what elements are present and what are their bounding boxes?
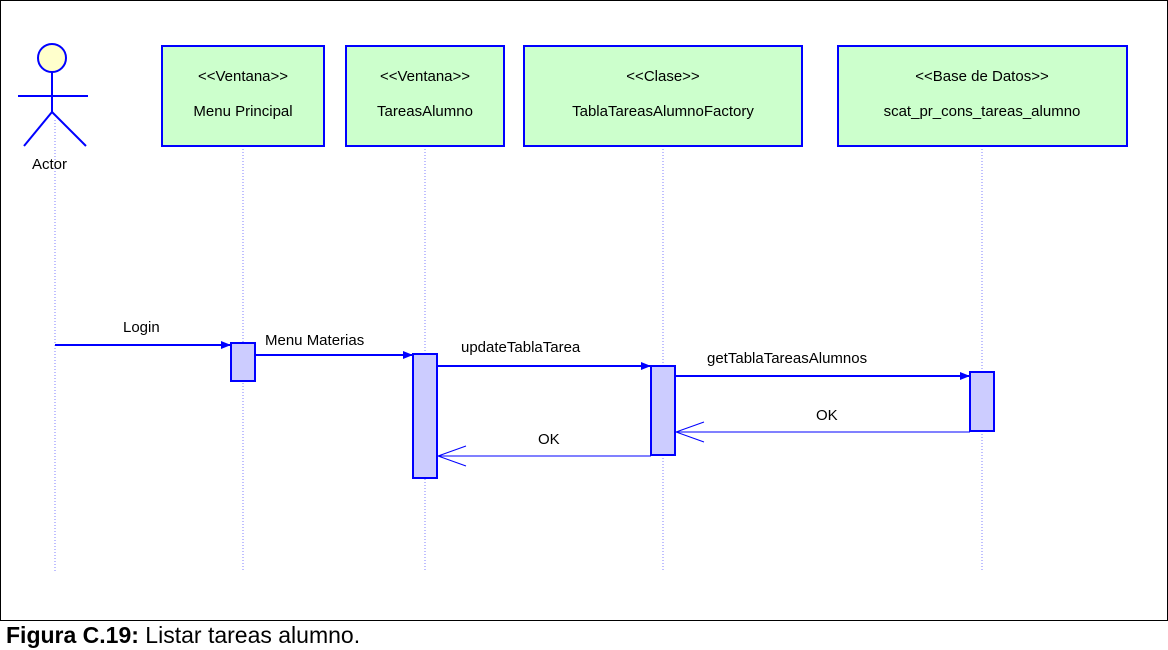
activation-tabla-factory	[650, 365, 676, 456]
message-label-menu-materias: Menu Materias	[265, 332, 364, 349]
participant-database: <<Base de Datos>> scat_pr_cons_tareas_al…	[837, 45, 1128, 147]
message-label-ok-factory: OK	[538, 431, 560, 448]
activations	[230, 342, 995, 479]
participant-stereotype: <<Base de Datos>>	[915, 68, 1049, 85]
return-arrowhead-icon	[674, 421, 705, 443]
participant-name: TablaTareasAlumnoFactory	[572, 103, 754, 120]
message-label-update-tabla-tarea: updateTablaTarea	[461, 339, 581, 356]
participant-stereotype: <<Ventana>>	[380, 68, 470, 85]
participant-name: Menu Principal	[193, 103, 292, 120]
message-label-get-tabla-tareas-alumnos: getTablaTareasAlumnos	[707, 350, 867, 367]
participant-stereotype: <<Ventana>>	[198, 68, 288, 85]
participant-box	[345, 45, 505, 147]
caption-text: Listar tareas alumno.	[138, 622, 361, 648]
message-label-ok-db: OK	[816, 407, 838, 424]
actor-figure	[18, 43, 88, 147]
activation-menu-principal	[230, 342, 256, 382]
participant-box	[837, 45, 1128, 147]
actor-left-leg	[23, 111, 53, 147]
participant-menu-principal: <<Ventana>> Menu Principal	[161, 45, 325, 147]
message-label-login: Login	[123, 319, 160, 336]
participant-box	[523, 45, 803, 147]
caption-label: Figura C.19:	[6, 622, 139, 648]
return-arrowhead-icon	[436, 445, 467, 467]
actor-head	[37, 43, 67, 73]
participant-name: scat_pr_cons_tareas_alumno	[884, 103, 1081, 120]
activation-database	[969, 371, 995, 432]
participant-stereotype: <<Clase>>	[626, 68, 700, 85]
figure-caption: Figura C.19: Listar tareas alumno.	[6, 620, 360, 650]
actor-right-leg	[51, 111, 87, 147]
participant-name: TareasAlumno	[377, 103, 473, 120]
participant-tareas-alumno: <<Ventana>> TareasAlumno	[345, 45, 505, 147]
activation-tareas-alumno	[412, 353, 438, 479]
participant-box	[161, 45, 325, 147]
actor-label: Actor	[32, 156, 67, 173]
participant-tabla-factory: <<Clase>> TablaTareasAlumnoFactory	[523, 45, 803, 147]
